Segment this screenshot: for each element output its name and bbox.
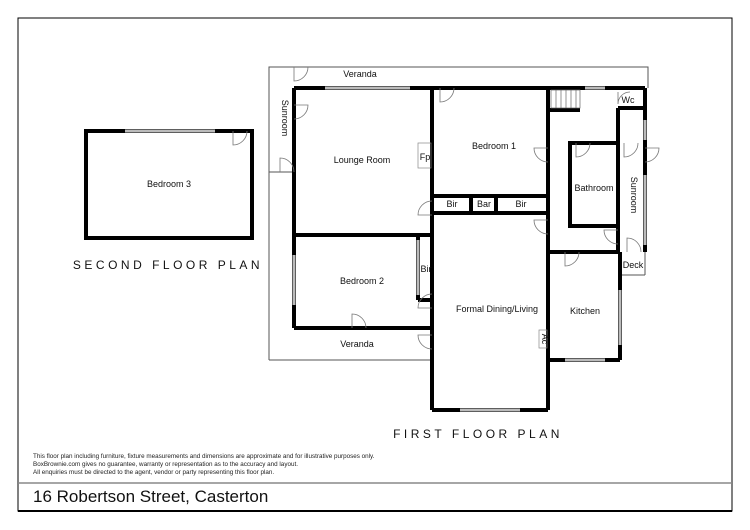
room-label-kitchen: Kitchen <box>570 306 600 316</box>
walls <box>292 86 647 412</box>
room-label-bir-2: Bir <box>516 199 527 209</box>
room-label-deck: Deck <box>623 260 644 270</box>
room-label-sunroom-right: Sunroom <box>629 177 639 214</box>
disclaimer-line: This floor plan including furniture, fix… <box>33 453 375 460</box>
room-label-veranda-top: Veranda <box>343 69 377 79</box>
stairs <box>550 89 581 109</box>
veranda-outline <box>268 66 649 361</box>
room-label-bathroom: Bathroom <box>574 183 613 193</box>
doors <box>279 66 660 350</box>
room-label-bir-3: Bir <box>421 264 432 274</box>
room-label-bedroom-3: Bedroom 3 <box>147 179 191 189</box>
room-label-bir-1: Bir <box>447 199 458 209</box>
bedroom-3 <box>84 129 254 240</box>
property-address: 16 Robertson Street, Casterton <box>33 487 269 506</box>
room-label-bedroom-1: Bedroom 1 <box>472 141 516 151</box>
room-label-fireplace: Fp <box>420 152 431 162</box>
room-label-lounge: Lounge Room <box>334 155 391 165</box>
room-label-dining: Formal Dining/Living <box>456 304 538 314</box>
windows <box>292 86 647 412</box>
room-label-bedroom-2: Bedroom 2 <box>340 276 384 286</box>
room-label-wc: Wc <box>622 95 635 105</box>
room-label-ac: Ac <box>540 334 550 345</box>
room-label-veranda-bottom: Veranda <box>340 339 374 349</box>
room-label-bar: Bar <box>477 199 491 209</box>
disclaimer-line: All enquiries must be directed to the ag… <box>33 469 275 476</box>
room-label-sunroom-left: Sunroom <box>280 100 290 137</box>
disclaimer: This floor plan including furniture, fix… <box>33 453 375 477</box>
disclaimer-line: BoxBrownie.com gives no guarantee, warra… <box>33 461 298 468</box>
first-floor-title: FIRST FLOOR PLAN <box>393 427 563 441</box>
second-floor-title: SECOND FLOOR PLAN <box>73 258 263 272</box>
